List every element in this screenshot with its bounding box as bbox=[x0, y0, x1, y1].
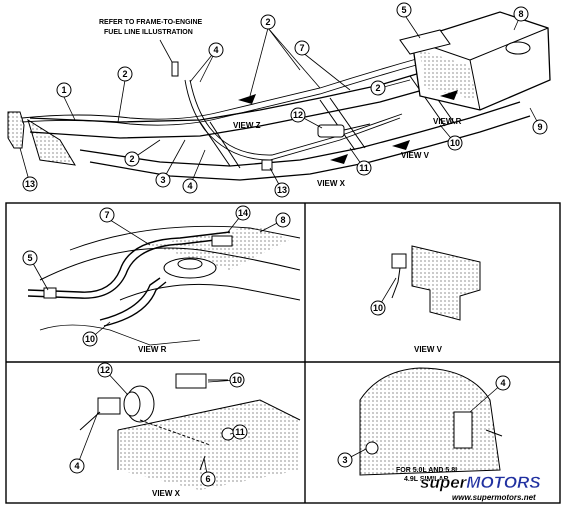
svg-text:12: 12 bbox=[100, 365, 110, 375]
note-leader bbox=[159, 39, 173, 63]
view-r-panel-label: VIEW R bbox=[138, 345, 167, 354]
callout-7: 7 bbox=[99, 207, 115, 223]
svg-text:4: 4 bbox=[74, 461, 79, 471]
svg-text:2: 2 bbox=[375, 83, 380, 93]
svg-text:4: 4 bbox=[213, 45, 218, 55]
svg-text:9: 9 bbox=[537, 122, 542, 132]
svg-text:10: 10 bbox=[232, 375, 242, 385]
svg-text:2: 2 bbox=[265, 17, 270, 27]
svg-text:8: 8 bbox=[518, 9, 523, 19]
callout-11: 11 bbox=[232, 424, 248, 440]
callout-10: 10 bbox=[229, 372, 245, 388]
view-v-panel bbox=[391, 245, 481, 321]
view-w-note-line-2: 4.9L SIMILAR bbox=[404, 476, 449, 483]
view-x-label-main: VIEW X bbox=[317, 179, 346, 188]
callout-12: 12 bbox=[290, 107, 306, 123]
view-w-panel bbox=[359, 367, 503, 476]
svg-text:13: 13 bbox=[277, 185, 287, 195]
view-v-label-main: VIEW V bbox=[401, 151, 430, 160]
view-x-panel bbox=[79, 373, 301, 490]
svg-text:4: 4 bbox=[500, 378, 505, 388]
callout-7: 7 bbox=[294, 40, 310, 56]
frame-to-engine-note-line-1: REFER TO FRAME-TO-ENGINE bbox=[99, 19, 203, 26]
watermark-url: www.supermotors.net bbox=[452, 493, 536, 502]
callout-9: 9 bbox=[532, 119, 548, 135]
svg-text:2: 2 bbox=[122, 69, 127, 79]
text-labels: REFER TO FRAME-TO-ENGINE FUEL LINE ILLUS… bbox=[99, 19, 462, 498]
callouts: 1 2 4 2 7 5 8 2 9 10 12 11 3 2 4 13 13 7… bbox=[22, 2, 548, 487]
svg-text:4: 4 bbox=[187, 181, 192, 191]
callout-8: 8 bbox=[275, 212, 291, 228]
callout-2: 2 bbox=[260, 14, 276, 30]
svg-text:7: 7 bbox=[299, 43, 304, 53]
callout-8: 8 bbox=[513, 6, 529, 22]
view-r-label-main: VIEW R bbox=[433, 117, 462, 126]
frame-to-engine-note-line-2: FUEL LINE ILLUSTRATION bbox=[104, 29, 193, 36]
supermotors-watermark: superMOTORS www.supermotors.net bbox=[420, 473, 542, 502]
svg-text:12: 12 bbox=[293, 110, 303, 120]
callout-6: 6 bbox=[200, 471, 216, 487]
callout-14: 14 bbox=[235, 205, 251, 221]
main-chassis-view bbox=[7, 11, 551, 181]
svg-text:13: 13 bbox=[25, 179, 35, 189]
callout-4: 4 bbox=[69, 458, 85, 474]
svg-text:1: 1 bbox=[61, 85, 66, 95]
callout-11: 11 bbox=[356, 160, 372, 176]
callout-5: 5 bbox=[22, 250, 38, 266]
callout-10: 10 bbox=[447, 135, 463, 151]
svg-text:10: 10 bbox=[85, 334, 95, 344]
callout-5: 5 bbox=[396, 2, 412, 18]
callout-10: 10 bbox=[370, 300, 386, 316]
callout-4: 4 bbox=[182, 178, 198, 194]
svg-text:3: 3 bbox=[342, 455, 347, 465]
callout-2: 2 bbox=[370, 80, 386, 96]
panel-frames bbox=[5, 202, 561, 504]
callout-2: 2 bbox=[124, 151, 140, 167]
callout-4: 4 bbox=[208, 42, 224, 58]
svg-text:10: 10 bbox=[373, 303, 383, 313]
svg-text:5: 5 bbox=[401, 5, 406, 15]
svg-text:3: 3 bbox=[160, 175, 165, 185]
callout-10: 10 bbox=[82, 331, 98, 347]
svg-text:superMOTORS: superMOTORS bbox=[420, 473, 541, 492]
svg-text:11: 11 bbox=[359, 163, 369, 173]
view-x-panel-label: VIEW X bbox=[152, 489, 181, 498]
svg-text:10: 10 bbox=[450, 138, 460, 148]
view-v-panel-label: VIEW V bbox=[414, 345, 443, 354]
callout-3: 3 bbox=[155, 172, 171, 188]
svg-text:11: 11 bbox=[235, 427, 245, 437]
svg-text:14: 14 bbox=[238, 208, 248, 218]
view-w-note-line-1: FOR 5.0L AND 5.8L bbox=[396, 467, 460, 474]
callout-3: 3 bbox=[337, 452, 353, 468]
svg-text:7: 7 bbox=[104, 210, 109, 220]
svg-text:8: 8 bbox=[280, 215, 285, 225]
callout-1: 1 bbox=[56, 82, 72, 98]
view-r-panel bbox=[27, 225, 301, 346]
view-arrows bbox=[238, 90, 458, 164]
callout-12: 12 bbox=[97, 362, 113, 378]
svg-text:5: 5 bbox=[27, 253, 32, 263]
view-z-label: VIEW Z bbox=[233, 121, 261, 130]
callout-13: 13 bbox=[22, 176, 38, 192]
callout-2: 2 bbox=[117, 66, 133, 82]
callout-4: 4 bbox=[495, 375, 511, 391]
callout-13: 13 bbox=[274, 182, 290, 198]
svg-text:6: 6 bbox=[205, 474, 210, 484]
svg-text:2: 2 bbox=[129, 154, 134, 164]
